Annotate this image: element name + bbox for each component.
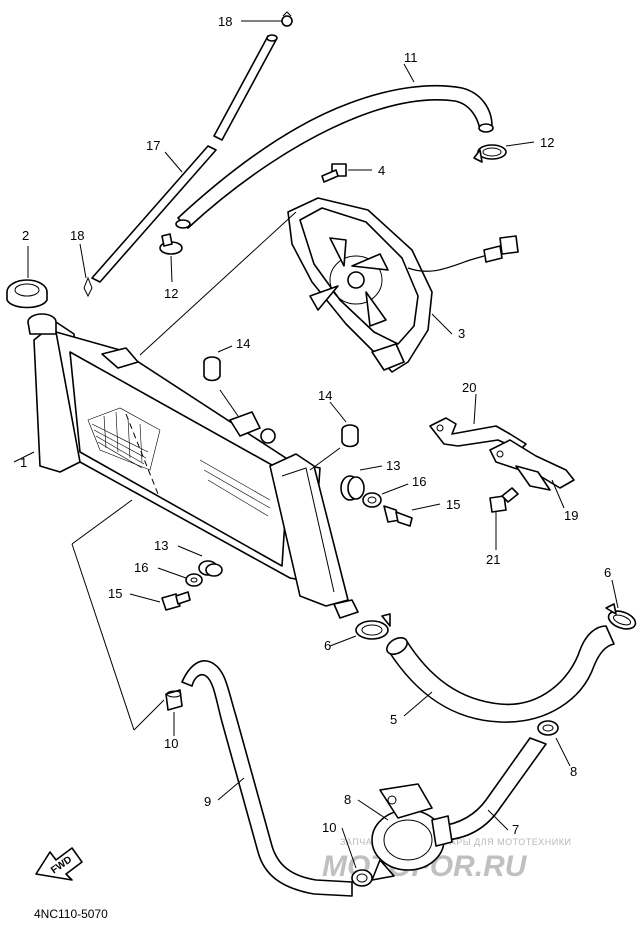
part-10-hose-clamp-left [165, 689, 183, 711]
part-16-washer-right [362, 492, 382, 508]
callout-6-left: 6 [324, 638, 331, 653]
callout-6-right: 6 [604, 565, 611, 580]
callout-14-upper: 14 [236, 336, 250, 351]
part-18-hose-clip-top [281, 11, 293, 27]
callout-10-left: 10 [164, 736, 178, 751]
part-6-hose-clamp-left [355, 613, 391, 640]
callout-7: 7 [512, 822, 519, 837]
callout-17: 17 [146, 138, 160, 153]
part-16-washer-left [185, 573, 203, 587]
part-12-hose-clamp-left [159, 233, 183, 255]
part-13-bush-right [340, 475, 365, 501]
part-4-bolt [321, 163, 347, 183]
part-2-radiator-cap [6, 279, 48, 309]
part-14-grommet-upper [203, 356, 221, 382]
callout-4: 4 [378, 163, 385, 178]
callout-11: 11 [404, 50, 418, 65]
callout-9: 9 [204, 794, 211, 809]
callout-numbers: 18 11 17 12 4 2 18 12 3 14 14 20 1 13 16… [20, 14, 611, 837]
part-6-hose-clamp-right [605, 603, 637, 630]
callout-3: 3 [458, 326, 465, 341]
callout-12-right: 12 [540, 135, 554, 150]
watermark-tagline: ЗАПЧАСТИ И АКСЕССУАРЫ ДЛЯ МОТОТЕХНИКИ [340, 837, 571, 847]
callout-5: 5 [390, 712, 397, 727]
part-17-breather-hose [91, 34, 278, 283]
part-21-bolt [489, 487, 519, 513]
callout-15-right: 15 [446, 497, 460, 512]
part-13-bush-left [198, 560, 223, 577]
callout-12-left: 12 [164, 286, 178, 301]
leader-lines [13, 20, 619, 869]
callout-2: 2 [22, 228, 29, 243]
callout-16-left: 16 [134, 560, 148, 575]
part-18-hose-clip-left [83, 276, 93, 298]
part-12-hose-clamp-right [473, 144, 507, 163]
water-pump [371, 783, 453, 881]
part-20-bracket [429, 417, 527, 451]
part-7-pump-hose [439, 737, 547, 841]
callout-10-lower: 10 [322, 820, 336, 835]
part-9-coolant-hose [181, 660, 353, 897]
callout-18-top: 18 [218, 14, 232, 29]
part-8-hose-clamp-right [537, 720, 559, 736]
callout-20: 20 [462, 380, 476, 395]
part-19-bracket [489, 439, 575, 491]
callout-13-left: 13 [154, 538, 168, 553]
callout-14-lower: 14 [318, 388, 332, 403]
callout-8-pump: 8 [344, 792, 351, 807]
callout-21: 21 [486, 552, 500, 567]
part-1-radiator [27, 313, 359, 619]
callout-16-right: 16 [412, 474, 426, 489]
forward-direction-arrow: FWD [35, 847, 83, 881]
part-15-bolt-right [383, 505, 413, 527]
part-14-grommet-lower [341, 424, 359, 448]
callout-13-right: 13 [386, 458, 400, 473]
callout-15-left: 15 [108, 586, 122, 601]
callout-8-right: 8 [570, 764, 577, 779]
diagram-code: 4NC110-5070 [34, 907, 108, 921]
part-3-cooling-fan [287, 197, 519, 373]
part-15-bolt-left [161, 591, 191, 611]
part-5-lower-hose [386, 625, 615, 723]
part-10-hose-clamp-lower [351, 869, 373, 887]
callout-1: 1 [20, 455, 27, 470]
callout-19: 19 [564, 508, 578, 523]
part-11-upper-hose [175, 84, 494, 229]
callout-18-left: 18 [70, 228, 84, 243]
